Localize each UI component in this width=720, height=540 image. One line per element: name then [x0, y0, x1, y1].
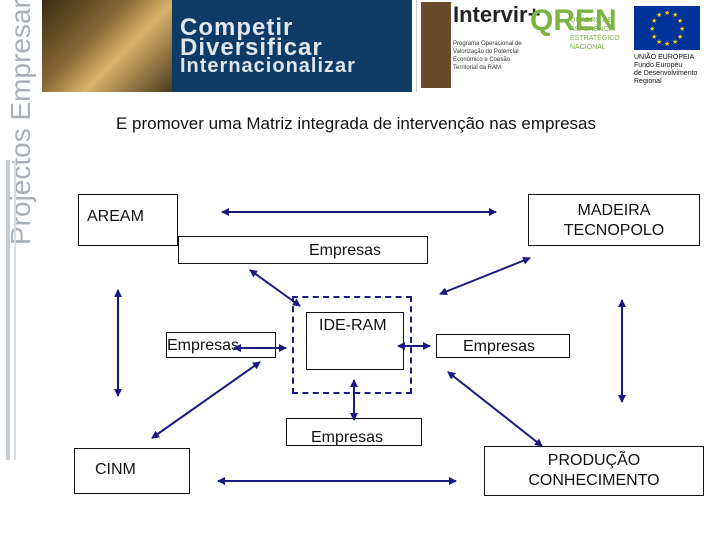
intervir-title: Intervir+ — [453, 2, 541, 27]
eu-caption-line: Fundo Europeu — [634, 62, 683, 69]
empresas-bottom-label: Empresas — [311, 429, 384, 446]
sidebar-title-graphic: Projectos Empresariais — [5, 0, 36, 245]
qren-logo: QREN QUADRO DE REFERÊNCIA ESTRATÉGICO NA… — [530, 4, 630, 92]
svg-text:★: ★ — [679, 25, 685, 33]
qren-text: QUADRO DE REFERÊNCIA ESTRATÉGICO NACIONA… — [570, 17, 620, 51]
madeira-label: MADEIRA — [577, 202, 651, 219]
empresas-bottom-box: Empresas — [286, 418, 422, 446]
intervir-subtitle: Programa Operacional de Valorização do P… — [453, 41, 522, 71]
intervir-emblem-icon — [421, 2, 451, 88]
ide-ram-box: IDE-RAM — [306, 312, 404, 370]
arrow-ide-producao — [447, 371, 543, 447]
svg-text:★: ★ — [649, 25, 655, 33]
arrow-empresas-top-ide — [249, 269, 301, 307]
svg-text:★: ★ — [651, 33, 657, 41]
svg-text:★: ★ — [656, 11, 662, 19]
slogan-line-1: Competir — [180, 14, 294, 41]
cinm-label: CINM — [95, 461, 136, 478]
madeira-tecnopolo-box: MADEIRA TECNOPOLO — [528, 194, 700, 246]
arrow-ide-cinm — [151, 361, 261, 439]
svg-text:★: ★ — [672, 38, 678, 46]
eu-caption-line: UNIÃO EUROPEIA — [634, 54, 695, 61]
eu-flag-icon: ★★★ ★★★ ★★★ ★★★ — [634, 6, 700, 50]
eu-caption-line: de Desenvolvimento — [634, 70, 698, 77]
empresas-right-label: Empresas — [463, 338, 536, 355]
handshake-image — [42, 0, 172, 92]
eu-caption-line: Regional — [634, 78, 662, 85]
svg-text:★: ★ — [677, 33, 683, 41]
aream-box: AREAM — [78, 194, 178, 246]
cinm-box: CINM — [74, 448, 190, 494]
tecnopolo-label: TECNOPOLO — [563, 222, 665, 239]
eu-caption: UNIÃO EUROPEIA Fundo Europeu de Desenvol… — [634, 54, 718, 86]
slogan-line-3: Internacionalizar — [180, 55, 356, 77]
slogan-line-2: Diversificar — [180, 34, 323, 61]
empresas-right-box: Empresas — [436, 334, 570, 358]
sidebar-stripes — [6, 160, 16, 460]
slide-heading: E promover uma Matriz integrada de inter… — [116, 114, 597, 133]
svg-text:★: ★ — [651, 17, 657, 25]
producao-label: PRODUÇÃO — [547, 452, 641, 469]
sidebar: Projectos Empresariais — [0, 0, 42, 540]
svg-text:★: ★ — [664, 40, 670, 48]
sidebar-title: Projectos Empresariais — [5, 0, 36, 245]
aream-label: AREAM — [87, 208, 144, 225]
producao-conhecimento-box: PRODUÇÃO CONHECIMENTO — [484, 446, 704, 496]
svg-text:★: ★ — [672, 11, 678, 19]
svg-text:★: ★ — [656, 38, 662, 46]
svg-text:★: ★ — [677, 17, 683, 25]
empresas-top-box: Empresas — [178, 236, 428, 264]
empresas-left-label: Empresas — [167, 337, 240, 354]
empresas-top-label: Empresas — [309, 242, 382, 259]
intervir-logo-block: Intervir+ Programa Operacional de Valori… — [416, 0, 540, 92]
conhecimento-label: CONHECIMENTO — [528, 472, 660, 489]
arrow-madeira-ide — [439, 256, 531, 296]
header-banner: Competir Diversificar Internacionalizar … — [0, 0, 720, 96]
ide-ram-label: IDE-RAM — [319, 317, 387, 334]
svg-text:★: ★ — [664, 9, 670, 17]
